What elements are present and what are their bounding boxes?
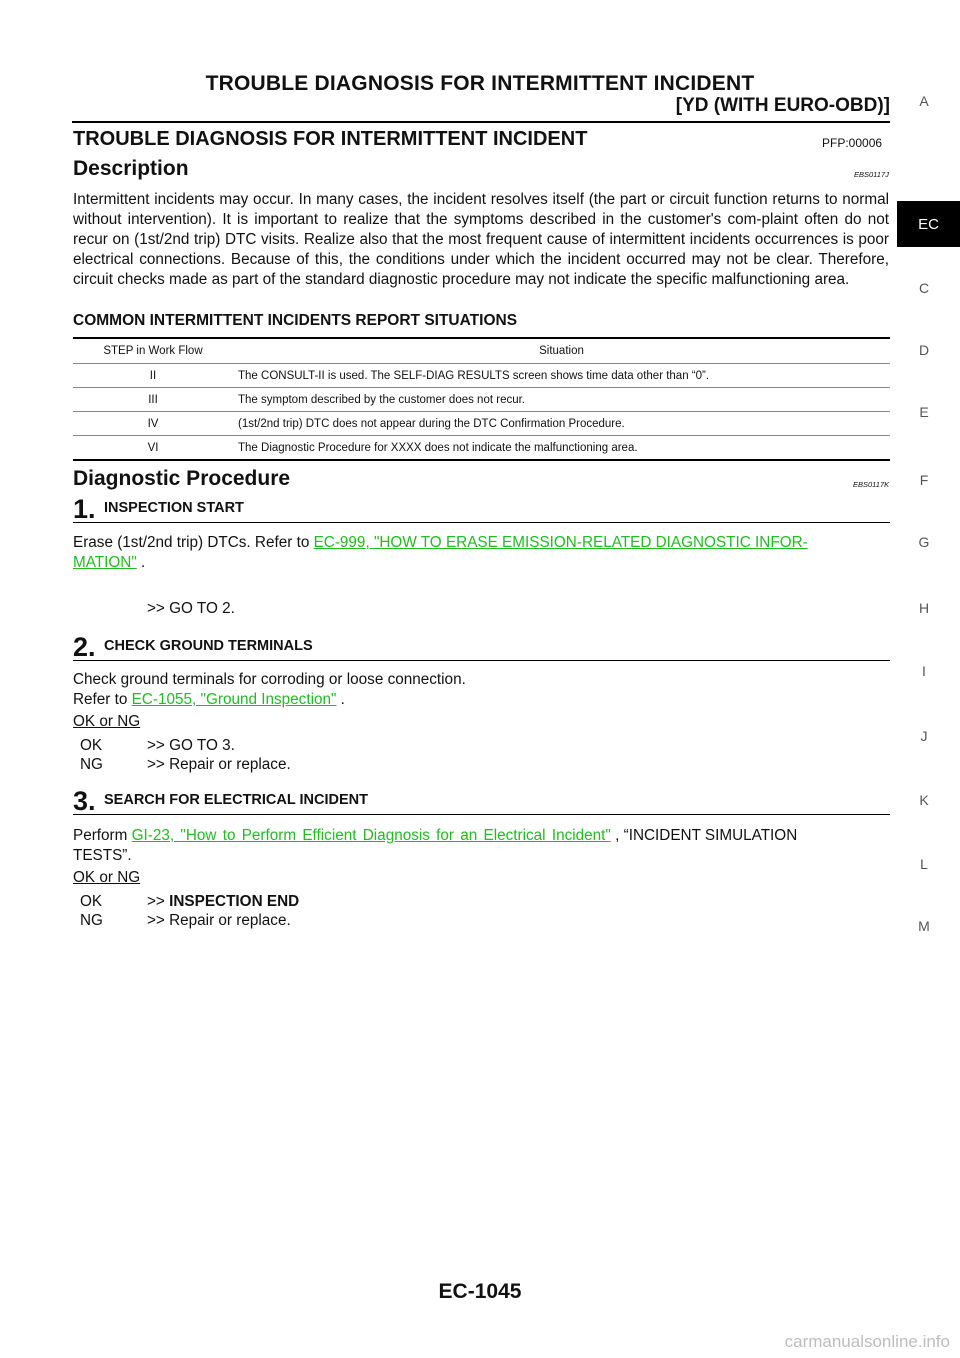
step-3-header: 3. SEARCH FOR ELECTRICAL INCIDENT <box>73 786 890 816</box>
header-divider <box>72 121 890 123</box>
side-index-ec-active[interactable]: EC <box>897 201 960 247</box>
step-1-text-after: . <box>136 554 146 571</box>
step-1-number: 1. <box>73 494 96 524</box>
side-index-j[interactable]: J <box>920 728 928 744</box>
step-1-text: Erase (1st/2nd trip) DTCs. Refer to EC-9… <box>73 533 808 553</box>
pfp-code: PFP:00006 <box>822 136 883 150</box>
step-2-ng-text: >> Repair or replace. <box>147 756 291 773</box>
table-cell-situation: The CONSULT-II is used. The SELF-DIAG RE… <box>233 363 890 388</box>
step-3-ok-label: OK <box>80 893 103 910</box>
table-row: IV (1st/2nd trip) DTC does not appear du… <box>73 411 890 436</box>
step-2-number: 2. <box>73 632 96 662</box>
description-text: Intermittent incidents may occur. In man… <box>73 190 889 290</box>
procedure-heading: Diagnostic Procedure <box>73 467 291 490</box>
step-3-label: SEARCH FOR ELECTRICAL INCIDENT <box>104 792 368 808</box>
side-index-g[interactable]: G <box>918 534 930 550</box>
procedure-code: EBS0117K <box>853 480 890 489</box>
table-row: II The CONSULT-II is used. The SELF-DIAG… <box>73 363 890 388</box>
step-2-ng-label: NG <box>80 756 103 773</box>
table-cell-step: II <box>73 363 233 388</box>
step-2-link[interactable]: EC-1055, "Ground Inspection" <box>131 691 337 708</box>
step-2-refer: Refer to EC-1055, "Ground Inspection" . <box>73 690 345 710</box>
page-header-title: TROUBLE DIAGNOSIS FOR INTERMITTENT INCID… <box>205 72 755 95</box>
watermark: carmanualsonline.info <box>784 1332 950 1351</box>
step-3-text: Perform GI-23, "How to Perform Efficient… <box>73 826 890 846</box>
side-index-m[interactable]: M <box>918 918 930 934</box>
step-2-after: . <box>336 691 345 708</box>
common-incidents-heading: COMMON INTERMITTENT INCIDENTS REPORT SIT… <box>73 312 518 329</box>
step-1-text-line2: MATION" . <box>73 553 145 573</box>
situations-table: STEP in Work Flow Situation II The CONSU… <box>73 337 890 461</box>
table-cell-step: IV <box>73 411 233 436</box>
step-1-link-cont[interactable]: MATION" <box>73 554 137 571</box>
page-header-subtitle: [YD (WITH EURO-OBD)] <box>675 95 890 116</box>
side-index-h[interactable]: H <box>918 600 930 616</box>
table-row: III The symptom described by the custome… <box>73 387 890 412</box>
step-2-ok-label: OK <box>80 737 103 754</box>
side-index-a[interactable]: A <box>919 93 929 109</box>
step-3-okng: OK or NG <box>73 869 141 886</box>
step-2-refer-text: Refer to <box>73 691 132 708</box>
step-1-link[interactable]: EC-999, "HOW TO ERASE EMISSION-RELATED D… <box>313 534 808 551</box>
side-index-e[interactable]: E <box>919 404 929 420</box>
table-cell-situation: (1st/2nd trip) DTC does not appear durin… <box>233 411 890 436</box>
table-cell-step: VI <box>73 435 233 461</box>
side-index-k[interactable]: K <box>919 792 929 808</box>
step-3-ok-text: >> INSPECTION END <box>147 892 299 912</box>
step-3-after: , “INCIDENT SIMULATION <box>610 827 798 844</box>
step-2-ok-text: >> GO TO 3. <box>147 737 235 754</box>
section-title: TROUBLE DIAGNOSIS FOR INTERMITTENT INCID… <box>73 128 588 150</box>
table-cell-situation: The symptom described by the customer do… <box>233 387 890 412</box>
step-1-text-before: Erase (1st/2nd trip) DTCs. Refer to <box>73 534 314 551</box>
description-heading: Description <box>73 157 189 180</box>
side-index-i[interactable]: I <box>922 663 926 679</box>
table-header-step: STEP in Work Flow <box>73 337 233 364</box>
table-cell-situation: The Diagnostic Procedure for XXXX does n… <box>233 435 890 461</box>
table-header-situation: Situation <box>233 337 890 364</box>
step-2-header: 2. CHECK GROUND TERMINALS <box>73 632 890 662</box>
step-1-label: INSPECTION START <box>104 500 244 516</box>
description-code: EBS0117J <box>854 170 889 179</box>
table-row: VI The Diagnostic Procedure for XXXX doe… <box>73 435 890 461</box>
step-3-number: 3. <box>73 786 96 816</box>
step-2-label: CHECK GROUND TERMINALS <box>104 638 313 654</box>
side-index-f[interactable]: F <box>919 472 929 488</box>
step-3-perform: Perform <box>73 827 132 844</box>
step-3-ng-text: >> Repair or replace. <box>147 912 291 929</box>
table-header-row: STEP in Work Flow Situation <box>73 337 890 364</box>
step-3-text-line2: TESTS”. <box>73 847 132 864</box>
step-2-okng: OK or NG <box>73 713 141 730</box>
table-cell-step: III <box>73 387 233 412</box>
step-3-ok-prefix: >> <box>147 893 170 910</box>
step-1-goto: >> GO TO 2. <box>147 600 235 617</box>
step-2-text: Check ground terminals for corroding or … <box>73 671 466 688</box>
step-3-ng-label: NG <box>80 912 103 929</box>
description-paragraph: Intermittent incidents may occur. In man… <box>73 191 889 288</box>
step-3-ok-result: INSPECTION END <box>169 893 300 910</box>
page-number: EC-1045 <box>438 1280 522 1303</box>
side-index-c[interactable]: C <box>918 280 930 296</box>
side-index-l[interactable]: L <box>920 856 928 872</box>
side-index-d[interactable]: D <box>918 342 930 358</box>
step-1-header: 1. INSPECTION START <box>73 494 890 524</box>
step-3-link[interactable]: GI-23, "How to Perform Efficient Diagnos… <box>131 827 611 844</box>
